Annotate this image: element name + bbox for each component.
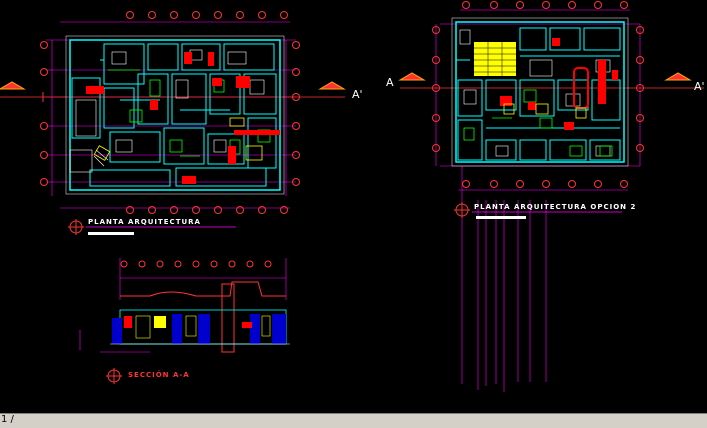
section-a-a — [79, 258, 290, 384]
section-marker-right: A' — [694, 80, 705, 93]
cad-drawing — [0, 1, 704, 392]
cad-model-space[interactable]: PLANTA ARQUITECTURA PLANTA ARQUITECTURA … — [0, 0, 707, 413]
plan-2 — [398, 1, 704, 392]
plan-1-marker-right: A' — [352, 88, 363, 101]
layout-tab-bar — [0, 413, 707, 428]
section-marker-left: A — [386, 76, 394, 89]
plan-1 — [0, 11, 346, 235]
section-title: SECCIÓN A-A — [128, 371, 190, 379]
plan-1-title: PLANTA ARQUITECTURA — [88, 218, 201, 226]
layout-tab[interactable]: 1 / — [1, 414, 14, 425]
plan-2-title: PLANTA ARQUITECTURA OPCION 2 — [474, 203, 637, 211]
